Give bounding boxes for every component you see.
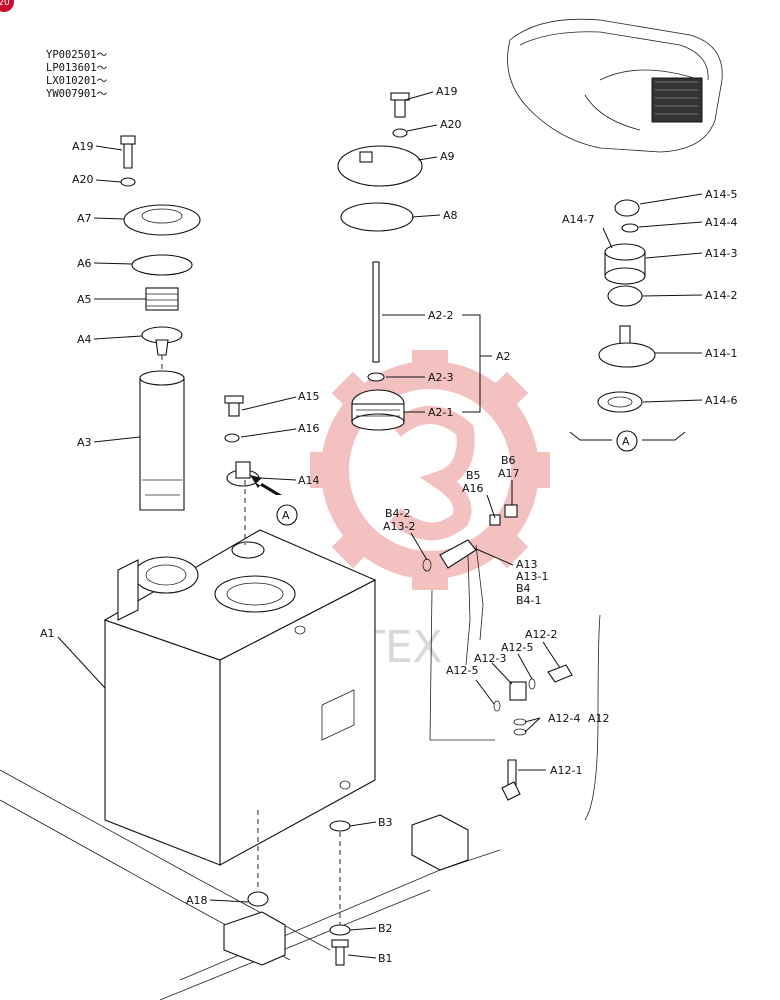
label-a13-1: A13-1 (516, 570, 549, 583)
a12-fitting-group (493, 614, 601, 821)
breather-assembly: A (224, 395, 298, 526)
serial-number-list: YP002501～ LP013601～ LX010201～ YW007901～ (46, 49, 108, 100)
label-b1: B1 (378, 952, 393, 965)
label-a4: A4 (77, 333, 92, 346)
label-b2: B2 (378, 922, 393, 935)
serial-number-2: LP013601～ (46, 62, 108, 74)
label-a12-4: A12-4 (548, 712, 581, 725)
hydraulic-tank (103, 529, 377, 866)
label-b5: B5 (466, 469, 481, 482)
machine-overview-sketch (507, 18, 723, 153)
label-b4-2: B4-2 (385, 507, 411, 520)
label-a2-1: A2-1 (428, 406, 454, 419)
label-a5: A5 (77, 293, 92, 306)
machine-frame (0, 769, 501, 1000)
label-a18: A18 (186, 894, 208, 907)
page-badge: 20 (0, 0, 14, 12)
label-a12-5-upper: A12-5 (501, 641, 534, 654)
label-a12-5-lower: A12-5 (446, 664, 479, 677)
label-a16-b: A16 (462, 482, 484, 495)
label-a12-3: A12-3 (474, 652, 507, 665)
label-a19-center: A19 (436, 85, 458, 98)
label-a6: A6 (77, 257, 92, 270)
label-a2-2: A2-2 (428, 309, 454, 322)
label-a12-2: A12-2 (525, 628, 558, 641)
label-a17: A17 (498, 467, 520, 480)
label-a14: A14 (298, 474, 320, 487)
label-a13-2: A13-2 (383, 520, 416, 533)
label-a16: A16 (298, 422, 320, 435)
label-a14-4: A14-4 (705, 216, 738, 229)
a13-sensor-assembly (422, 504, 518, 741)
left-filter-stack (120, 135, 201, 511)
label-b4: B4 (516, 582, 531, 595)
part-labels: A19 A20 A7 A6 A5 A4 A3 A1 A19 A20 A9 A8 … (40, 85, 738, 965)
serial-number-1: YP002501～ (46, 49, 108, 61)
a14-detail-stack: A (569, 199, 686, 452)
detail-marker-a-caption: A (622, 435, 630, 448)
center-cap-stack (337, 92, 423, 431)
label-a15: A15 (298, 390, 320, 403)
leader-lines (57, 91, 703, 959)
label-a7: A7 (77, 212, 92, 225)
serial-number-3: LX010201～ (46, 75, 108, 87)
label-a19-left: A19 (72, 140, 94, 153)
label-a12-1: A12-1 (550, 764, 583, 777)
label-a14-1: A14-1 (705, 347, 738, 360)
label-a9: A9 (440, 150, 455, 163)
label-b3: B3 (378, 816, 393, 829)
label-a20-center: A20 (440, 118, 462, 131)
label-a13: A13 (516, 558, 538, 571)
label-a14-6: A14-6 (705, 394, 738, 407)
serial-number-4: YW007901～ (46, 88, 108, 100)
label-a1: A1 (40, 627, 55, 640)
label-a12: A12 (588, 712, 610, 725)
label-b4-1: B4-1 (516, 594, 542, 607)
label-a14-5: A14-5 (705, 188, 738, 201)
label-a2-3: A2-3 (428, 371, 454, 384)
label-a14-3: A14-3 (705, 247, 738, 260)
label-a14-2: A14-2 (705, 289, 738, 302)
detail-marker-a: A (282, 509, 290, 522)
label-a3: A3 (77, 436, 92, 449)
label-a8: A8 (443, 209, 458, 222)
label-a20-left: A20 (72, 173, 94, 186)
label-a14-7: A14-7 (562, 213, 595, 226)
label-a2: A2 (496, 350, 511, 363)
label-b6: B6 (501, 454, 516, 467)
